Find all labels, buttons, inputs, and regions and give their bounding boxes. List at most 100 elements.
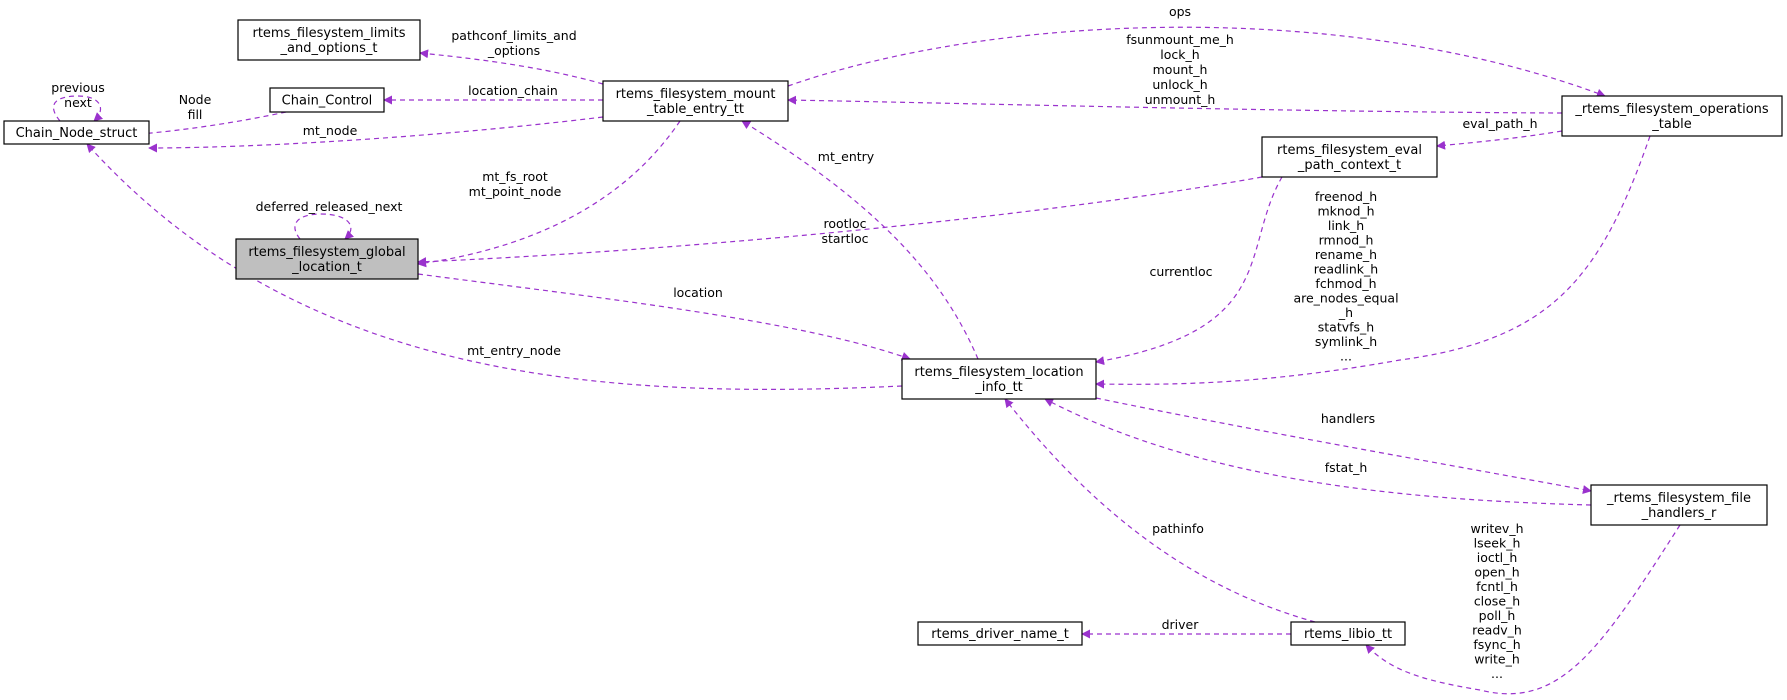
edge-label: deferred_released_next — [256, 199, 403, 214]
node-label: _table_entry_tt — [646, 102, 744, 117]
edge-label: rename_h — [1315, 247, 1377, 262]
node-mount[interactable]: rtems_filesystem_mount_table_entry_tt — [602, 80, 789, 122]
node-chain-node[interactable]: Chain_Node_struct — [3, 120, 150, 145]
edge-arrow — [294, 213, 354, 240]
node-box — [602, 80, 789, 122]
edge-label: handlers — [1321, 411, 1375, 426]
edge-arrow — [148, 116, 604, 153]
edge-fh_libio: writev_hlseek_hioctl_hopen_hfcntl_hclose… — [1365, 521, 1681, 695]
edge-arrow — [138, 111, 287, 138]
node-box — [1261, 136, 1438, 178]
edge-label: mt_entry_node — [467, 343, 561, 358]
node-libio[interactable]: rtems_libio_tt — [1290, 621, 1406, 646]
edge-label: write_h — [1474, 652, 1520, 667]
edge-label: fill — [188, 107, 203, 122]
node-box — [1290, 621, 1406, 646]
node-label: _info_tt — [974, 380, 1023, 395]
edge-mount_cc: location_chain — [383, 83, 603, 105]
node-box — [901, 358, 1097, 400]
edge-label: lock_h — [1160, 47, 1199, 62]
edge-label: link_h — [1328, 218, 1364, 233]
edge-label: writev_h — [1471, 521, 1524, 536]
edge-label: Node — [179, 92, 212, 107]
edge-fh_li: fstat_h — [1044, 398, 1592, 506]
edge-label: fsunmount_me_h — [1126, 32, 1234, 47]
edge-label: readv_h — [1472, 623, 1522, 638]
edge-label: readlink_h — [1314, 262, 1378, 277]
edge-label: fsync_h — [1473, 637, 1520, 652]
edge-label: ops — [1169, 4, 1191, 19]
edge-label: _h — [1338, 305, 1353, 320]
edge-mount_cn: mt_node — [148, 116, 604, 153]
edge-label: mknod_h — [1317, 204, 1374, 219]
node-label: rtems_filesystem_global — [248, 245, 405, 260]
edge-label: location_chain — [468, 83, 558, 98]
node-box — [1590, 484, 1768, 526]
node-label: _and_options_t — [280, 41, 378, 56]
node-label: _rtems_filesystem_operations — [1574, 102, 1769, 117]
edge-label: fcntl_h — [1476, 579, 1518, 594]
node-box — [3, 120, 150, 145]
node-box — [1561, 95, 1783, 137]
node-chain-control[interactable]: Chain_Control — [269, 87, 385, 113]
edge-arrow — [1004, 398, 1316, 623]
node-label: rtems_filesystem_limits — [252, 26, 405, 41]
edge-arrow — [1365, 524, 1681, 695]
edge-libio_drv: driver — [1081, 617, 1291, 639]
edge-label: unmount_h — [1145, 92, 1216, 107]
edge-label: mt_fs_root — [482, 169, 548, 184]
node-global-loc[interactable]: rtems_filesystem_global_location_t — [235, 238, 419, 280]
edge-label: previous — [51, 80, 104, 95]
nodes: Chain_Node_struct Chain_Control rtems_file… — [3, 19, 1783, 646]
edge-arrow — [787, 26, 1606, 98]
node-label: rtems_filesystem_mount — [616, 87, 776, 102]
edge-label: ... — [1491, 666, 1503, 681]
edge-label: pathconf_limits_and — [451, 28, 576, 43]
edge-arrow — [1095, 176, 1283, 366]
node-label: rtems_libio_tt — [1304, 627, 1392, 642]
edge-label: symlink_h — [1315, 334, 1377, 349]
edge-arrow — [1044, 398, 1592, 506]
node-ops-table[interactable]: _rtems_filesystem_operations_table — [1561, 95, 1783, 137]
edge-label: mount_h — [1153, 62, 1208, 77]
edge-ops_eval: eval_path_h — [1436, 116, 1563, 150]
edge-label: mt_entry — [818, 149, 875, 164]
edge-arrow — [86, 143, 903, 390]
edge-label: rootloc — [823, 216, 866, 231]
node-box — [269, 87, 385, 113]
node-loc-info[interactable]: rtems_filesystem_location_info_tt — [901, 358, 1097, 400]
node-box — [235, 238, 419, 280]
edge-arrow — [417, 176, 1263, 267]
edge-label: currentloc — [1149, 264, 1212, 279]
edge-label: fchmod_h — [1315, 276, 1376, 291]
edge-li_fh: handlers — [1095, 397, 1592, 494]
edge-li_mount: mt_entry — [741, 120, 979, 360]
edge-label: open_h — [1474, 565, 1519, 580]
edge-libio_li: pathinfo — [1004, 398, 1316, 623]
edge-arrow — [417, 120, 681, 268]
edge-label: ... — [1340, 349, 1352, 364]
node-eval-ctx[interactable]: rtems_filesystem_eval_path_context_t — [1261, 136, 1438, 178]
edge-label: pathinfo — [1152, 521, 1204, 536]
edge-arrow — [419, 49, 604, 85]
node-label: _table — [1651, 117, 1691, 132]
edge-li_cn: mt_entry_node — [86, 143, 903, 390]
node-limits[interactable]: rtems_filesystem_limits_and_options_t — [237, 19, 421, 61]
node-label: _rtems_filesystem_file — [1606, 491, 1751, 506]
node-file-handlers[interactable]: _rtems_filesystem_file_handlers_r — [1590, 484, 1768, 526]
edge-label: are_nodes_equal — [1293, 291, 1398, 306]
edge-label: lseek_h — [1474, 536, 1521, 551]
edge-label: close_h — [1474, 594, 1520, 609]
node-box — [237, 19, 421, 61]
edge-arrow — [1095, 135, 1651, 389]
edge-gl_li: location — [417, 273, 911, 361]
edge-label: eval_path_h — [1462, 116, 1537, 131]
node-driver-name[interactable]: rtems_driver_name_t — [917, 621, 1083, 646]
edge-arrow — [1436, 130, 1563, 150]
edge-arrow — [741, 120, 979, 360]
node-label: rtems_filesystem_location — [914, 365, 1083, 380]
